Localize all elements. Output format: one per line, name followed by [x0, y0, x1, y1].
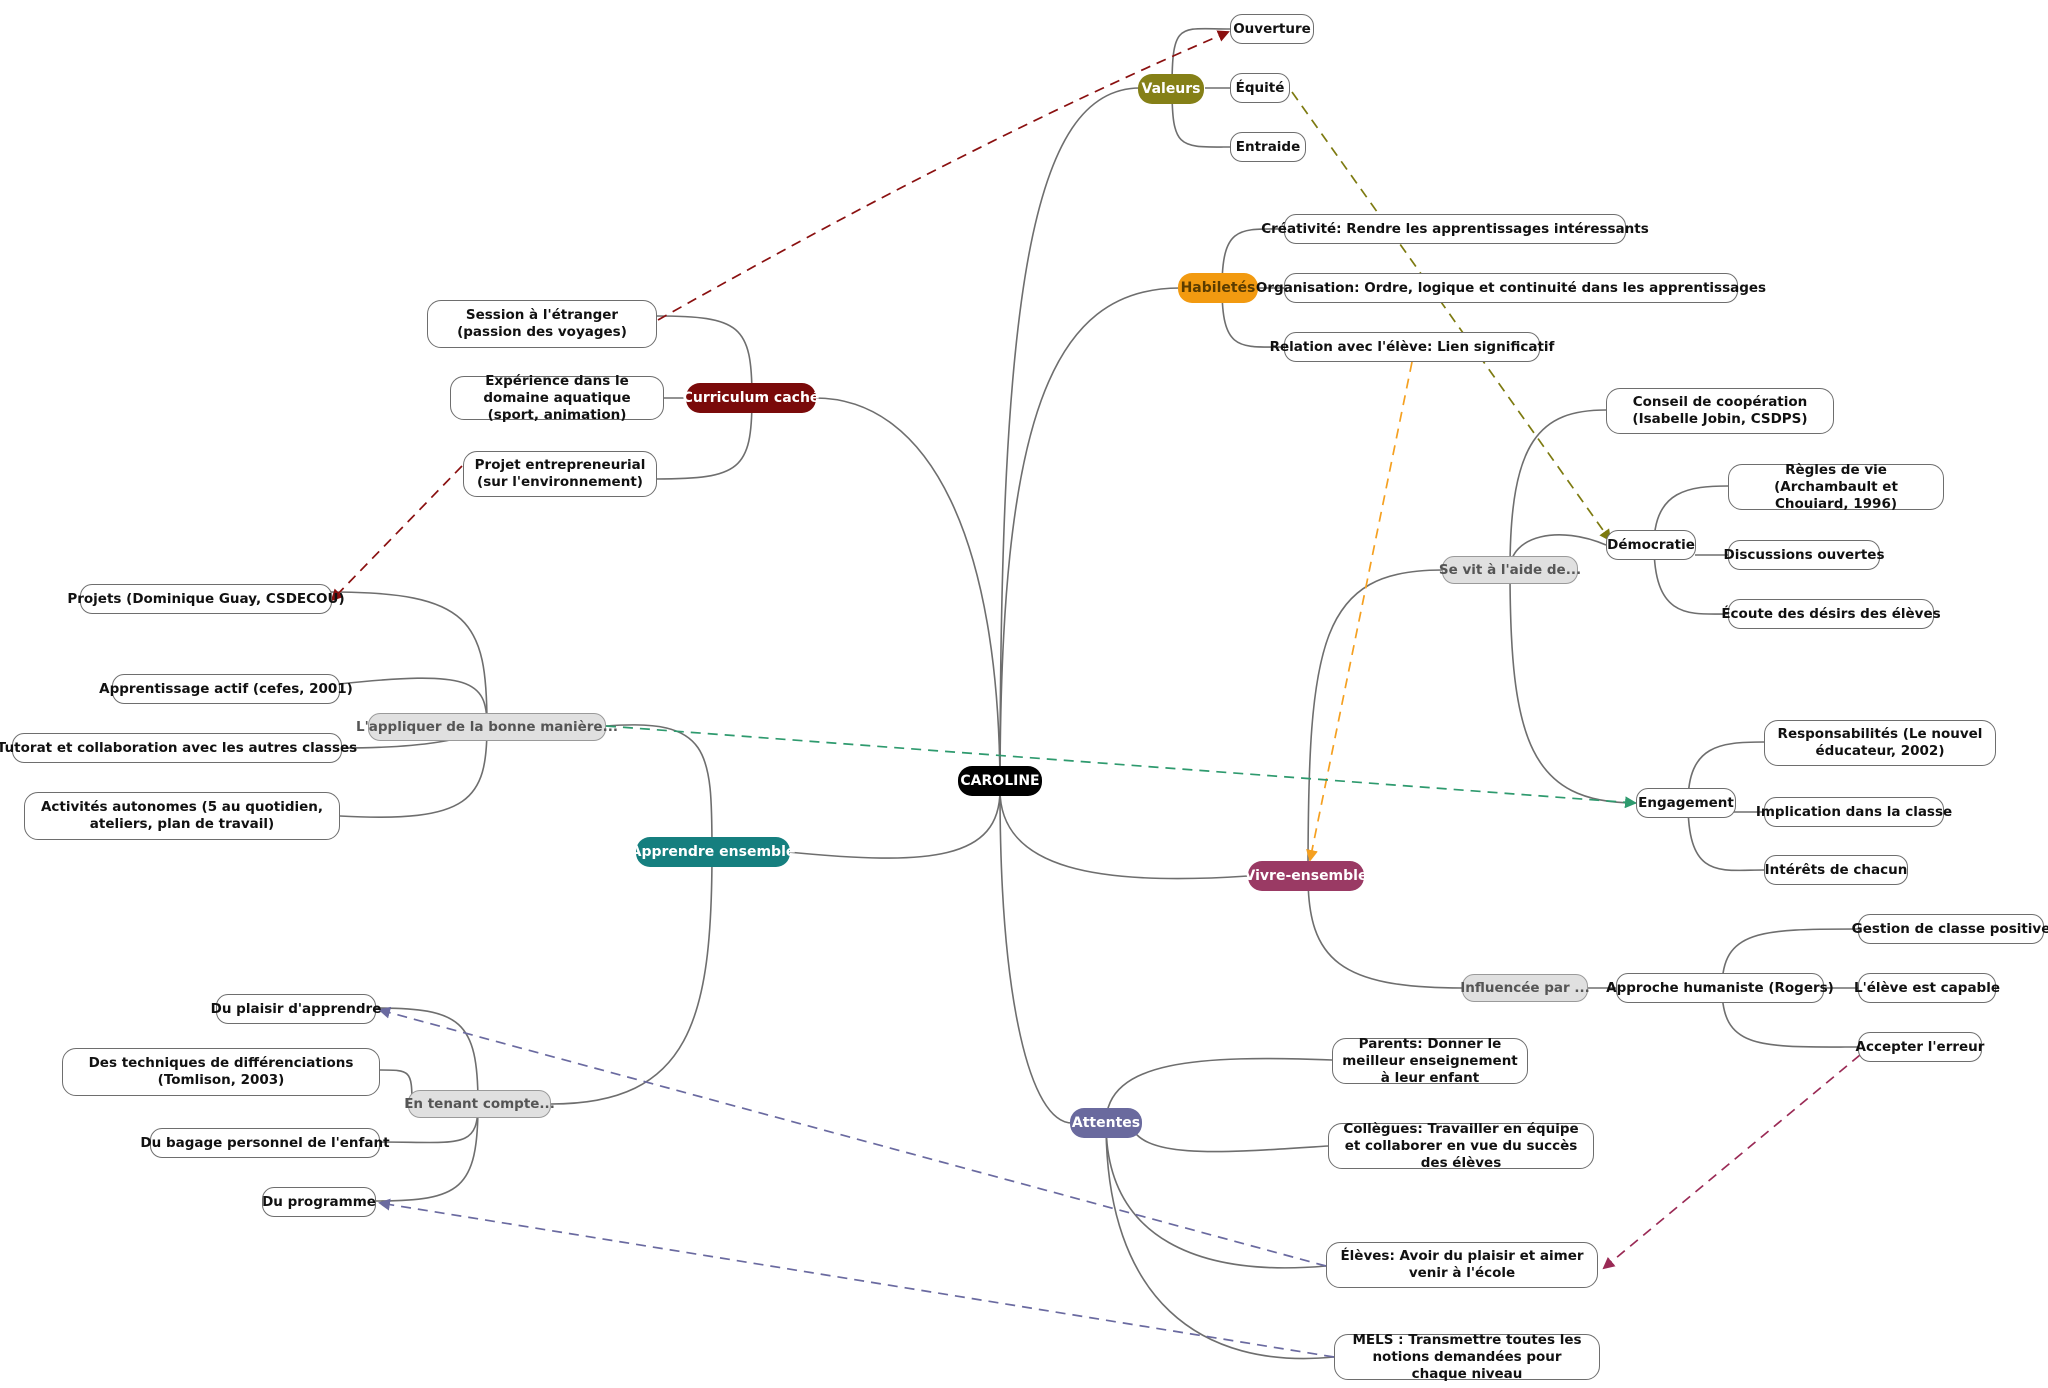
topic-interets-chacun[interactable]: Intérêts de chacun	[1764, 855, 1908, 885]
relation-eleves-plaisir	[378, 1006, 1327, 1267]
link-appliquer-activites	[339, 725, 488, 818]
relation-mels-programme	[378, 1198, 1335, 1358]
subtopic-appliquer[interactable]: L'appliquer de la bonne manière...	[356, 713, 618, 741]
link-attentes-eleves	[1105, 1122, 1327, 1269]
link-approche-erreur	[1721, 987, 1859, 1048]
topic-bagage-personnel[interactable]: Du bagage personnel de l'enfant	[140, 1128, 390, 1158]
link-sevit-engagement	[1509, 569, 1637, 804]
link-sevit-conseil	[1509, 409, 1607, 571]
topic-ouverture[interactable]: Ouverture	[1230, 14, 1314, 44]
topic-plaisir-apprendre[interactable]: Du plaisir d'apprendre	[211, 994, 381, 1024]
topic-engagement[interactable]: Engagement	[1636, 788, 1736, 818]
branch-habiletes[interactable]: Habiletés	[1178, 273, 1258, 303]
link-appliquer-apprentissage	[338, 677, 488, 727]
topic-creativite[interactable]: Créativité: Rendre les apprentissages in…	[1261, 214, 1649, 244]
link-tenant-plaisir	[375, 1007, 479, 1105]
link-curr-projet	[655, 397, 753, 480]
topic-apprentissage-actif[interactable]: Apprentissage actif (cefes, 2001)	[99, 674, 353, 704]
relation-session-ouverture	[657, 30, 1230, 321]
link-approche-gestion	[1721, 928, 1859, 989]
link-root-vivre	[999, 789, 1249, 880]
link-eng-responsabilites	[1687, 741, 1765, 804]
topic-tutorat[interactable]: Tutorat et collaboration avec les autres…	[0, 733, 357, 763]
link-attentes-collegues	[1129, 1122, 1329, 1153]
topic-discussions-ouvertes[interactable]: Discussions ouvertes	[1724, 540, 1884, 570]
topic-parents[interactable]: Parents: Donner le meilleur enseignement…	[1332, 1036, 1528, 1086]
topic-eleves[interactable]: Élèves: Avoir du plaisir et aimer venir …	[1326, 1242, 1598, 1288]
subtopic-se-vit[interactable]: Se vit à l'aide de...	[1439, 556, 1581, 584]
link-habiletes-relation	[1221, 287, 1285, 348]
relation-projet-projets	[330, 465, 463, 602]
topic-relation-eleve[interactable]: Relation avec l'élève: Lien significatif	[1270, 332, 1554, 362]
link-tenant-programme	[375, 1103, 479, 1202]
link-dem-ecoute	[1653, 544, 1729, 615]
branch-valeurs[interactable]: Valeurs	[1138, 74, 1204, 104]
branch-curriculum-cache[interactable]: Curriculum caché	[683, 383, 819, 413]
topic-entraide[interactable]: Entraide	[1230, 132, 1306, 162]
link-root-apprendre	[787, 789, 1001, 859]
branch-apprendre-ensemble[interactable]: Apprendre ensemble	[631, 837, 795, 867]
subtopic-en-tenant-compte[interactable]: En tenant compte...	[404, 1090, 555, 1118]
topic-projet-entrepreneurial[interactable]: Projet entrepreneurial (sur l'environnem…	[463, 451, 657, 497]
link-root-curriculum	[814, 397, 1001, 791]
topic-mels[interactable]: MELS : Transmettre toutes les notions de…	[1334, 1332, 1600, 1382]
link-appliquer-projets	[329, 591, 488, 727]
topic-approche-humaniste[interactable]: Approche humaniste (Rogers)	[1606, 973, 1834, 1003]
branch-vivre-ensemble[interactable]: Vivre-ensemble	[1245, 861, 1367, 891]
link-apprendre-appliquer	[605, 724, 713, 853]
topic-regles-de-vie[interactable]: Règles de vie (Archambault et Chouiard, …	[1728, 462, 1944, 512]
link-root-attentes	[999, 789, 1073, 1124]
topic-organisation[interactable]: Organisation: Ordre, logique et continui…	[1256, 273, 1766, 303]
subtopic-influencee-par[interactable]: Influencée par ...	[1460, 974, 1590, 1002]
link-attentes-mels	[1105, 1122, 1335, 1360]
topic-projets-guay[interactable]: Projets (Dominique Guay, CSDECOU)	[67, 584, 345, 614]
branch-attentes[interactable]: Attentes	[1070, 1108, 1142, 1138]
topic-gestion-classe-positive[interactable]: Gestion de classe positive	[1852, 914, 2048, 944]
link-root-habiletes	[999, 287, 1181, 791]
topic-implication-classe[interactable]: Implication dans la classe	[1756, 797, 1952, 827]
topic-programme[interactable]: Du programme	[262, 1187, 376, 1217]
topic-responsabilites[interactable]: Responsabilités (Le nouvel éducateur, 20…	[1764, 720, 1996, 766]
relation-erreur-eleves	[1602, 1054, 1861, 1270]
relation-equite-democratie	[1291, 91, 1612, 542]
link-curr-session	[655, 315, 753, 399]
relation-appliquer-engagement	[605, 725, 1637, 809]
root-topic[interactable]: CAROLINE	[958, 766, 1042, 796]
topic-democratie[interactable]: Démocratie	[1606, 530, 1696, 560]
topic-activites-autonomes[interactable]: Activités autonomes (5 au quotidien, ate…	[24, 792, 340, 840]
topic-session-etranger[interactable]: Session à l'étranger (passion des voyage…	[427, 300, 657, 348]
topic-accepter-erreur[interactable]: Accepter l'erreur	[1856, 1032, 1984, 1062]
link-eng-interets	[1687, 802, 1765, 872]
topic-conseil-cooperation[interactable]: Conseil de coopération (Isabelle Jobin, …	[1606, 388, 1834, 434]
link-dem-regles	[1653, 485, 1729, 546]
topic-eleve-capable[interactable]: L'élève est capable	[1854, 973, 2000, 1003]
topic-techniques-differenciation[interactable]: Des techniques de différenciations (Toml…	[62, 1048, 380, 1096]
topic-ecoute-desirs[interactable]: Écoute des désirs des élèves	[1721, 599, 1941, 629]
link-habiletes-creativite	[1221, 228, 1285, 289]
link-vivre-influencee	[1307, 875, 1463, 989]
relation-relation-vivre	[1306, 361, 1413, 862]
topic-equite[interactable]: Équité	[1230, 73, 1290, 103]
topic-collegues[interactable]: Collègues: Travailler en équipe et colla…	[1328, 1121, 1594, 1171]
link-root-valeurs	[999, 87, 1141, 791]
link-valeurs-ouverture	[1171, 27, 1231, 89]
link-apprendre-tenant	[550, 851, 713, 1105]
link-attentes-parents	[1105, 1057, 1333, 1124]
link-vivre-sevit	[1307, 569, 1443, 877]
topic-experience-aquatique[interactable]: Expérience dans le domaine aquatique (sp…	[450, 373, 664, 423]
link-valeurs-entraide	[1171, 87, 1231, 148]
